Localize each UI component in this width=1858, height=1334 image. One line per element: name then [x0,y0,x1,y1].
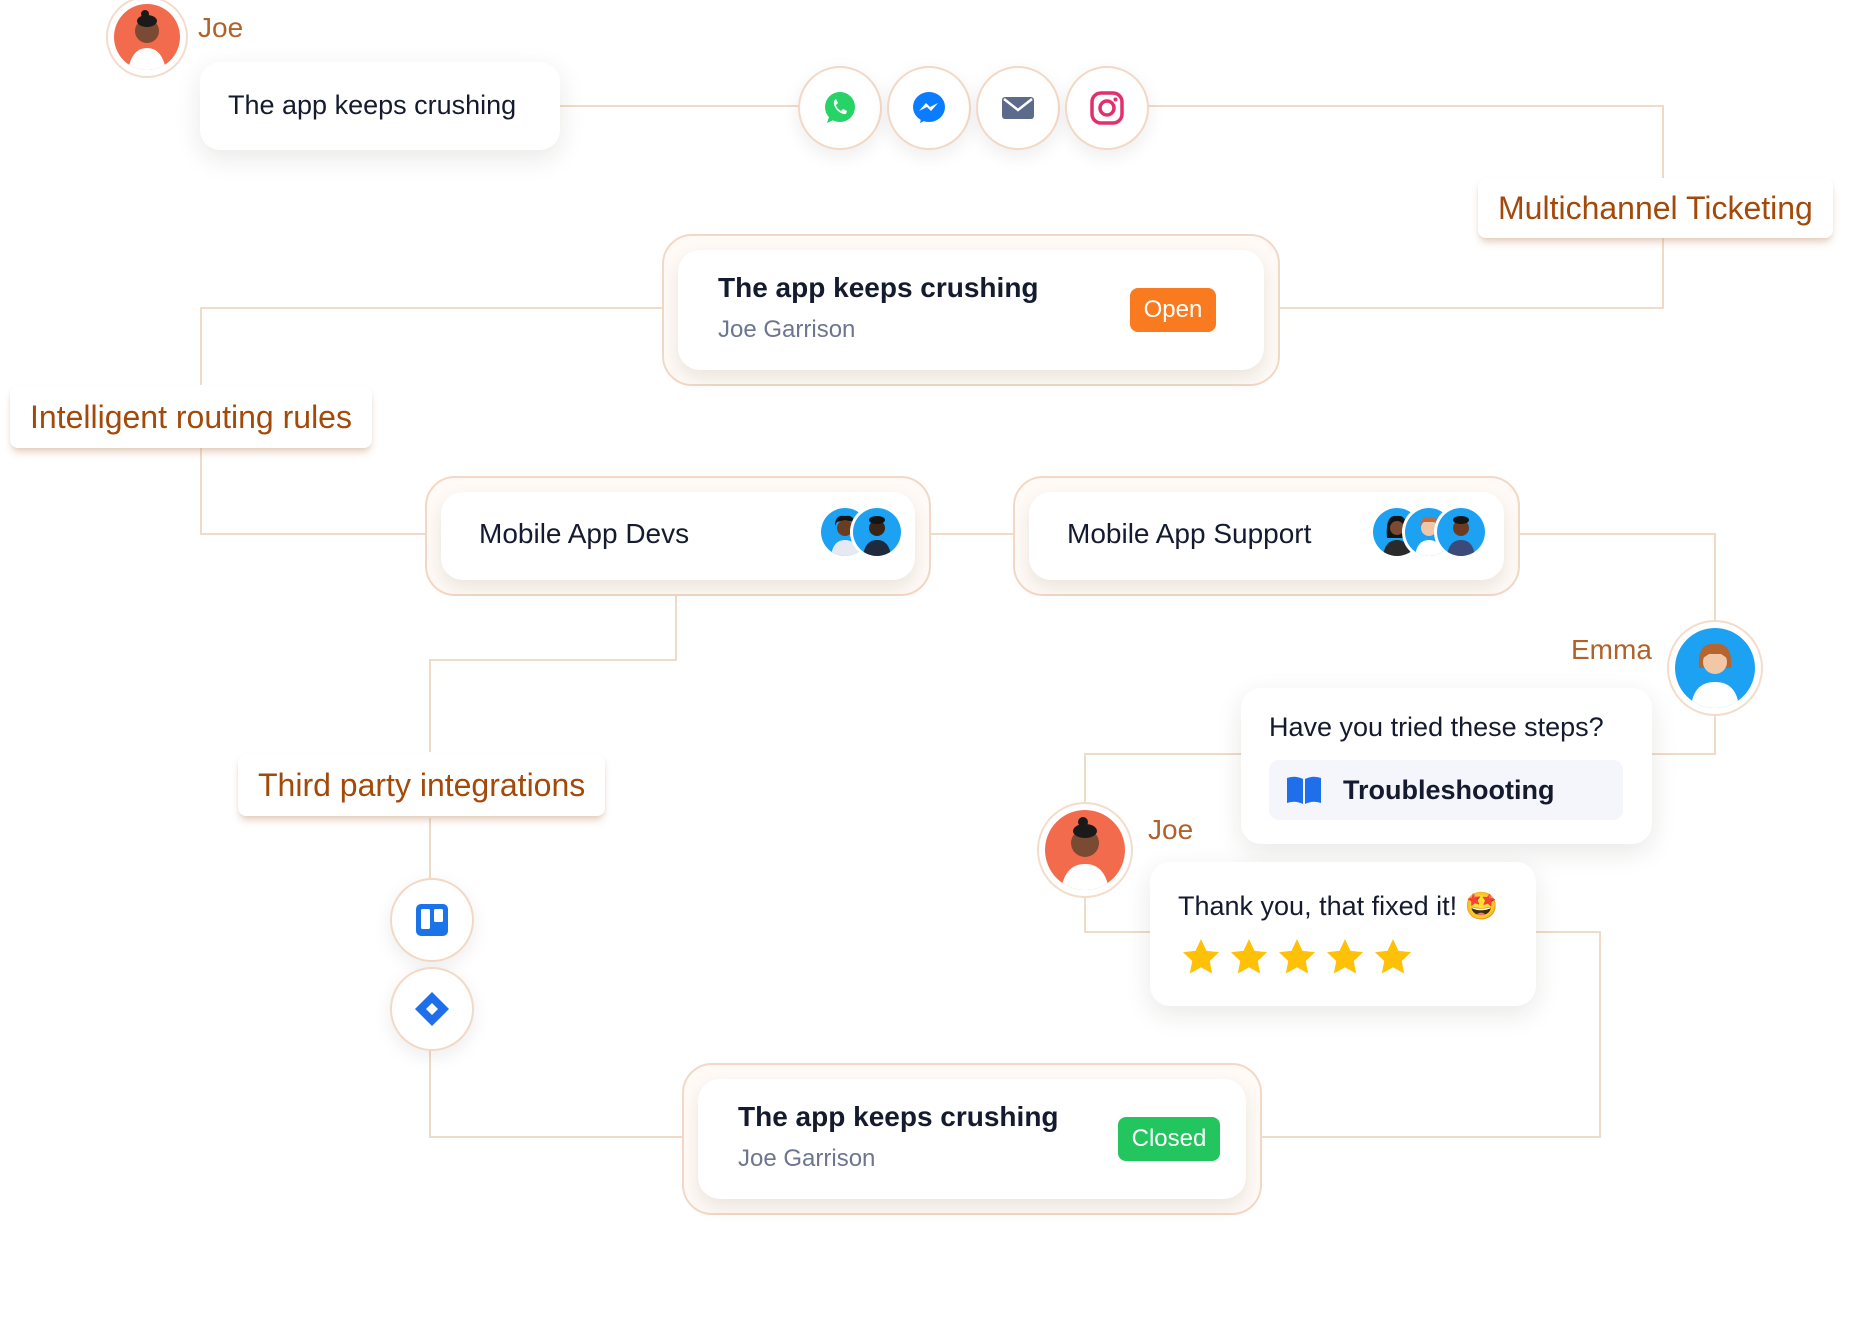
connector-routing-to-devs [200,448,425,535]
feature-multichannel-ticketing: Multichannel Ticketing [1478,178,1833,238]
trello-integration[interactable] [390,878,474,962]
team-card-mobile-app-support[interactable]: Mobile App Support [1013,476,1520,596]
trello-icon [416,904,448,936]
first-message-sender: Joe [198,12,244,43]
connector-channels-to-multichannel [1140,105,1664,178]
ticket-requester: Joe Garrison [718,316,856,343]
star-icon [1326,939,1364,974]
messenger-channel[interactable] [887,66,971,150]
messenger-icon [913,92,945,123]
whatsapp-icon [825,92,855,123]
email-icon [1002,97,1034,119]
ticket-card-open[interactable]: The app keeps crushing Joe Garrison Open [662,234,1280,386]
email-channel[interactable] [976,66,1060,150]
team-label: Mobile App Devs [479,518,690,549]
emma-avatar [1675,628,1755,708]
connector-emma-to-reply [1652,705,1716,755]
status-badge-closed: Closed [1118,1117,1220,1161]
customer-reply-text: Thank you, that fixed it! 🤩 [1178,891,1499,921]
jira-icon [415,992,449,1026]
team-card-mobile-app-devs[interactable]: Mobile App Devs [425,476,931,596]
connector-jira-to-closed-ticket [429,1047,682,1138]
connector-joe-to-thanks [1084,895,1150,933]
jira-integration[interactable] [390,967,474,1051]
star-icon [1230,939,1268,974]
rating-stars [1180,936,1414,980]
connector-devs-to-integrations [429,592,677,752]
agent-reply-sender: Emma [1571,634,1652,665]
feature-intelligent-routing: Intelligent routing rules [10,386,372,448]
agent-reply-text: Have you tried these steps? [1269,712,1604,742]
star-icon [1182,939,1220,974]
first-message-bubble: The app keeps crushing [200,62,560,150]
star-icon [1374,939,1412,974]
ticket-title: The app keeps crushing [718,272,1039,303]
feature-third-party-integrations: Third party integrations [238,754,606,816]
status-badge-open: Open [1130,288,1216,332]
connector-support-to-emma [1516,533,1716,625]
troubleshooting-article-title: Troubleshooting [1343,774,1555,805]
team-member-avatar [853,508,901,556]
agent-reply-bubble: Have you tried these steps? Troubleshoot… [1241,688,1652,844]
connector-multichannel-to-ticket [1278,238,1664,309]
joe-avatar [1045,810,1125,890]
instagram-icon [1090,91,1124,125]
book-icon [1287,776,1321,804]
whatsapp-channel[interactable] [798,66,882,150]
connector-thanks-to-closed [1258,931,1601,1138]
customer-reply-bubble: Thank you, that fixed it! 🤩 [1150,862,1536,1006]
connector-ticket-to-routing [200,307,662,385]
instagram-channel[interactable] [1065,66,1149,150]
team-label: Mobile App Support [1067,518,1312,549]
team-member-avatar [1437,508,1485,556]
first-message-text: The app keeps crushing [228,90,517,120]
ticket-card-closed[interactable]: The app keeps crushing Joe Garrison Clos… [682,1063,1262,1215]
ticket-title: The app keeps crushing [738,1101,1059,1132]
connector-reply-to-joe [1084,753,1241,810]
ticket-requester: Joe Garrison [738,1145,876,1172]
joe-avatar [114,4,180,70]
troubleshooting-article-link[interactable]: Troubleshooting [1269,760,1623,820]
star-icon [1278,939,1316,974]
customer-reply-sender: Joe [1148,814,1194,845]
